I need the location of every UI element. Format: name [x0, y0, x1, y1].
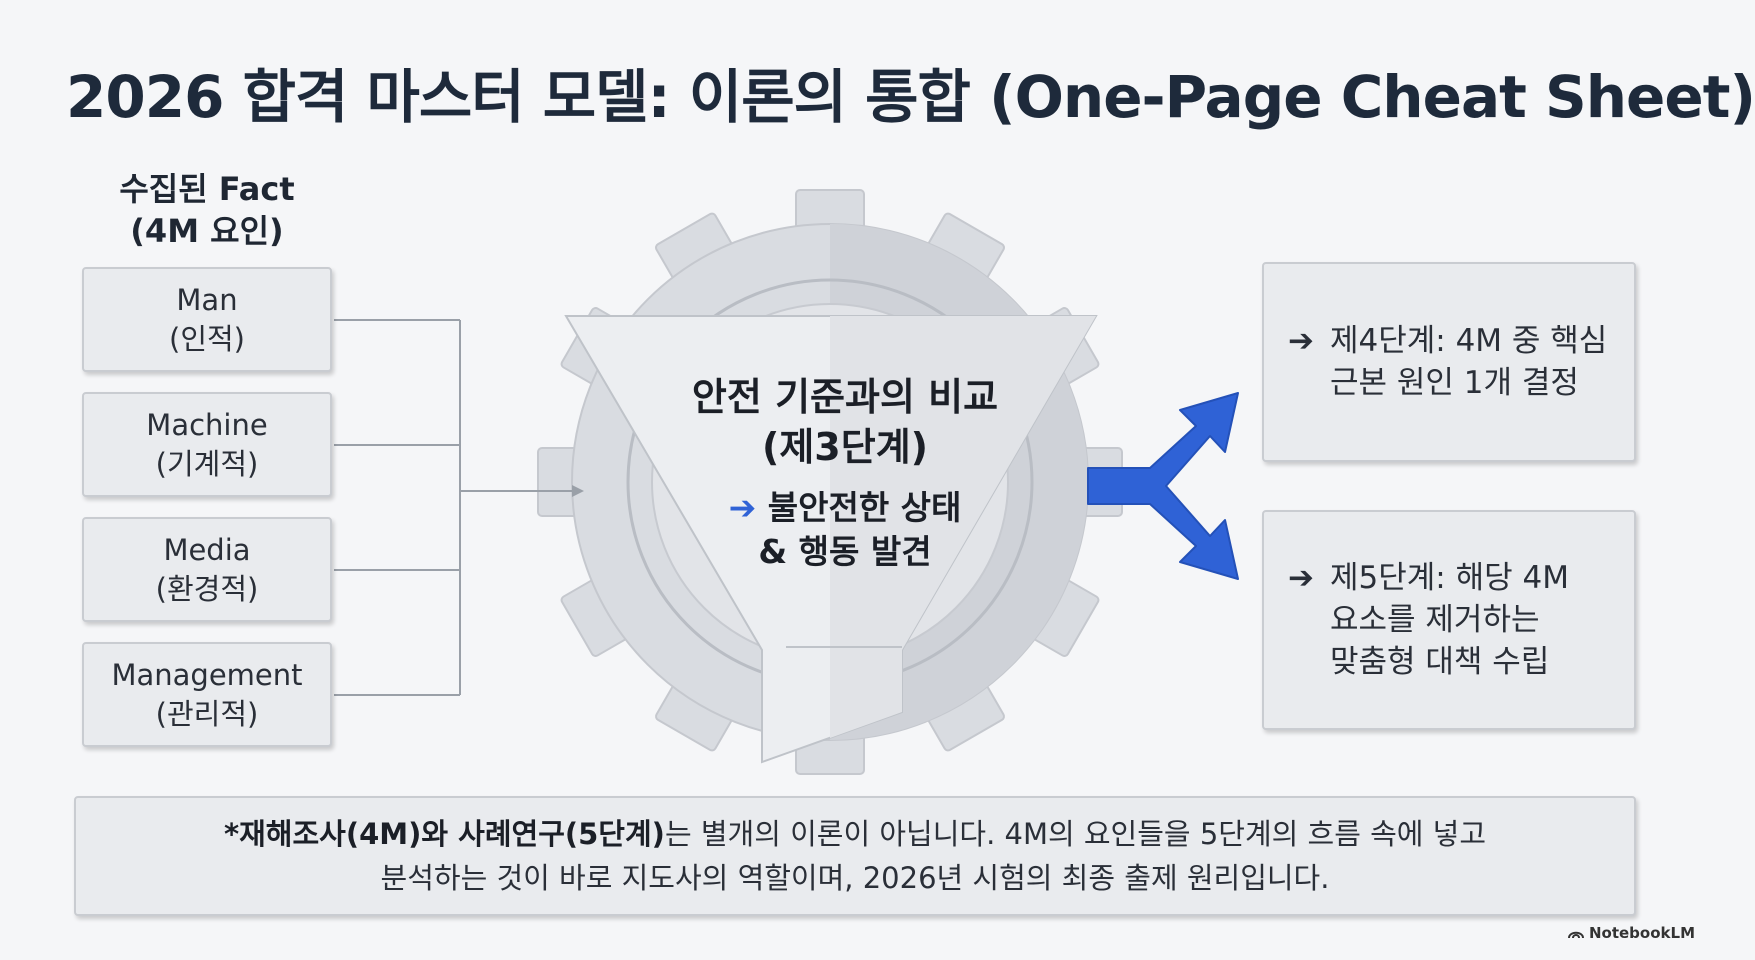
fact-box-media: Media (환경적): [82, 517, 332, 622]
fact-name: Management: [111, 657, 303, 692]
arrow-right-icon: ➔: [728, 488, 757, 527]
note-line2: 분석하는 것이 바로 지도사의 역할이며, 2026년 시험의 최종 출제 원리…: [380, 861, 1330, 895]
arrow-right-icon: ➔: [1288, 560, 1314, 596]
facts-header-line1: 수집된 Fact: [119, 170, 295, 208]
facts-header-line2: (4M 요인): [130, 212, 284, 250]
result-line: 제5단계: 해당 4M: [1330, 560, 1569, 596]
arrow-right-icon: ➔: [1288, 323, 1314, 359]
fact-sub: (인적): [169, 321, 245, 356]
funnel-title: 안전 기준과의 비교 (제3단계): [610, 372, 1080, 472]
funnel-result-text: 불안전한 상태: [767, 488, 962, 527]
fact-name: Man: [176, 282, 238, 317]
funnel-title-line2: (제3단계): [761, 425, 929, 469]
funnel-result: ➔ 불안전한 상태 & 행동 발견: [610, 486, 1080, 574]
funnel-result-line1: ➔ 불안전한 상태: [610, 486, 1080, 530]
fact-name: Media: [163, 532, 251, 567]
note-text: 는 별개의 이론이 아닙니다. 4M의 요인들을 5단계의 흐름 속에 넣고: [664, 817, 1487, 851]
note-bold: *재해조사(4M)와 사례연구(5단계): [223, 817, 665, 851]
fact-box-management: Management (관리적): [82, 642, 332, 747]
funnel-shape: [564, 315, 1098, 764]
fact-sub: (기계적): [155, 446, 259, 481]
fact-box-man: Man (인적): [82, 267, 332, 372]
result-line: 요소를 제거하는: [1330, 602, 1540, 638]
result-line: 근본 원인 1개 결정: [1330, 365, 1579, 401]
fact-connectors: [334, 319, 584, 696]
fact-box-machine: Machine (기계적): [82, 392, 332, 497]
funnel-title-line1: 안전 기준과의 비교: [691, 375, 999, 419]
funnel-result-line2: & 행동 발견: [758, 532, 932, 571]
diagram-graphics: [334, 189, 1239, 775]
brand-text: NotebookLM: [1588, 924, 1695, 942]
fact-sub: (환경적): [155, 571, 259, 606]
page-title: 2026 합격 마스터 모델: 이론의 통합 (One-Page Cheat S…: [66, 63, 1755, 131]
note-line1: *재해조사(4M)와 사례연구(5단계)는 별개의 이론이 아닙니다. 4M의 …: [224, 812, 1486, 856]
brand-logo: NotebookLM: [1567, 924, 1695, 942]
notebooklm-icon: [1567, 931, 1584, 939]
summary-note: *재해조사(4M)와 사례연구(5단계)는 별개의 이론이 아닙니다. 4M의 …: [74, 796, 1636, 916]
facts-header: 수집된 Fact (4M 요인): [82, 168, 332, 252]
result-box-step5: ➔ 제5단계: 해당 4M 요소를 제거하는 맞춤형 대책 수립: [1262, 510, 1636, 730]
result-line: 제4단계: 4M 중 핵심: [1330, 323, 1608, 359]
result-line: 맞춤형 대책 수립: [1330, 644, 1550, 680]
result-box-step4: ➔ 제4단계: 4M 중 핵심 근본 원인 1개 결정: [1262, 262, 1636, 462]
fact-sub: (관리적): [155, 696, 259, 731]
split-arrow-icon: [1087, 392, 1239, 580]
fact-name: Machine: [146, 407, 268, 442]
